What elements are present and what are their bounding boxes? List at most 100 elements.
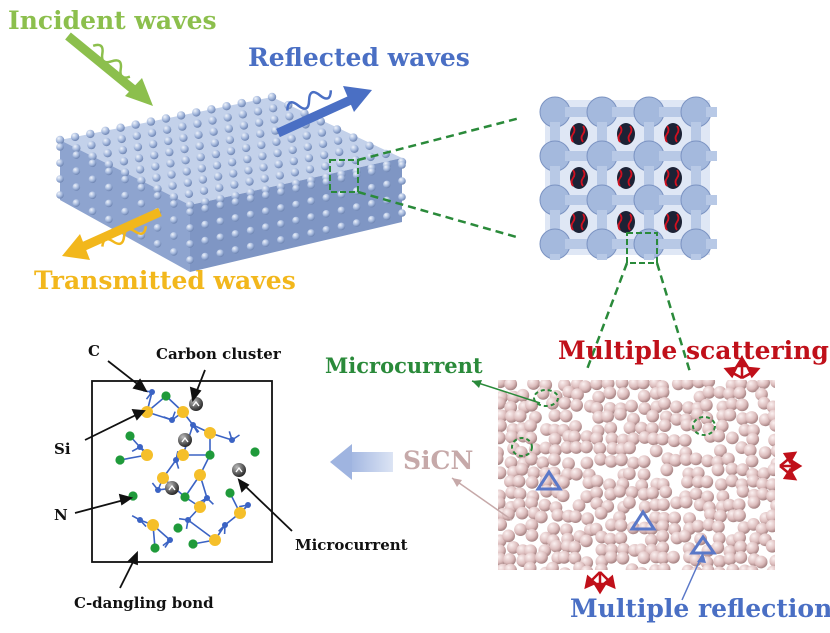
sicn-sphere	[571, 388, 584, 401]
sicn-sphere	[625, 399, 638, 413]
sicn-sphere	[745, 454, 759, 468]
sicn-sphere	[712, 520, 725, 534]
slab-bead	[216, 233, 225, 242]
sicn-sphere	[527, 466, 541, 480]
lattice-strut	[691, 210, 701, 238]
reflected-waves-label: Reflected waves	[248, 43, 470, 72]
sicn-sphere	[604, 550, 618, 564]
sicn-sphere	[557, 550, 571, 564]
sicn-sphere	[540, 484, 553, 498]
slab-bead	[186, 224, 194, 232]
sicn-sphere	[515, 506, 529, 520]
sicn-sphere	[548, 409, 562, 422]
slab-bead	[118, 145, 128, 155]
sicn-sphere	[746, 565, 759, 570]
si-atom	[157, 472, 169, 484]
lattice-current	[617, 169, 633, 187]
sicn-sphere	[770, 380, 775, 389]
slab-bead	[178, 122, 187, 131]
c-atom	[229, 437, 235, 443]
c-atom	[173, 457, 179, 463]
si-atom	[141, 449, 153, 461]
sicn-sphere	[670, 412, 684, 426]
sicn-sphere	[734, 540, 748, 554]
slab-bead	[276, 182, 286, 191]
sicn-sphere	[768, 433, 775, 447]
slab-bead	[274, 160, 283, 169]
slab-bead	[322, 226, 331, 234]
slab-bead	[183, 178, 192, 187]
slab-bead	[231, 246, 240, 254]
slab-bead	[350, 144, 359, 153]
n-atom	[150, 543, 160, 553]
slab-bead	[352, 171, 361, 179]
schematic-microcurrent-label: Microcurrent	[295, 536, 408, 554]
slab-bead	[272, 137, 281, 146]
sicn-sphere	[592, 390, 606, 404]
sicn-sphere	[547, 522, 560, 536]
sicn-sphere	[678, 434, 692, 447]
sicn-pointer	[451, 477, 513, 521]
slab-bead	[197, 164, 206, 173]
slab-bead	[121, 191, 129, 200]
slab-bead	[352, 219, 361, 227]
slab-bead	[211, 149, 221, 159]
slab-bead	[317, 128, 327, 137]
sicn-sphere	[504, 380, 518, 391]
slab-bead	[260, 174, 269, 183]
sicn-sphere	[623, 441, 636, 455]
slab-bead	[225, 135, 235, 144]
slab-bead	[105, 167, 113, 176]
slab-bead	[153, 192, 162, 200]
sicn-sphere	[647, 432, 660, 446]
slab-bead	[322, 194, 331, 202]
sicn-sphere	[670, 496, 683, 510]
slab-bead	[254, 118, 264, 127]
lattice-strut	[597, 210, 607, 238]
slab-bead	[152, 173, 161, 182]
scattering-arrows	[584, 355, 803, 595]
sicn-sphere	[559, 409, 573, 423]
slab-bead	[275, 171, 284, 180]
slab-bead	[273, 148, 282, 158]
sicn-sphere	[733, 509, 746, 522]
lattice-current	[570, 125, 586, 143]
slab-bead	[252, 95, 262, 105]
sicn-sphere	[579, 534, 593, 548]
sicn-sphere	[551, 508, 565, 522]
sicn-sphere	[590, 474, 604, 488]
sicn-sphere	[523, 561, 537, 570]
sicn-sphere	[689, 419, 702, 432]
sicn-sphere	[498, 452, 504, 466]
schematic-carbon-cluster-label: Carbon cluster	[156, 345, 281, 363]
slab-bead	[322, 178, 331, 186]
sicn-sphere	[704, 507, 717, 521]
sicn-sphere	[498, 518, 507, 531]
slab-bead	[120, 168, 130, 177]
c-atom	[149, 389, 155, 395]
slab-bead	[153, 184, 162, 193]
slab-bead	[367, 183, 376, 192]
multiple-reflection-label: Multiple reflection	[570, 594, 830, 623]
sicn-sphere	[539, 474, 553, 488]
slab-bead	[104, 160, 114, 169]
slab-bead	[101, 126, 110, 135]
sicn-sphere	[603, 386, 617, 400]
sicn-sphere	[498, 466, 507, 480]
sicn-sphere	[572, 499, 586, 512]
sicn-sphere	[725, 397, 739, 411]
sicn-sphere	[498, 380, 507, 389]
sicn-sphere	[604, 421, 618, 435]
sicn-sphere	[657, 562, 671, 570]
sicn-sphere	[715, 419, 729, 433]
slab-bead	[201, 252, 209, 261]
slab-bead	[210, 138, 219, 148]
slab-bead	[245, 177, 254, 186]
sicn-sphere	[569, 510, 582, 523]
sicn-sphere	[539, 441, 553, 455]
sicn-sphere	[770, 445, 775, 457]
schematic-pointers	[74, 360, 293, 589]
sicn-sphere	[578, 380, 592, 393]
sicn-sphere	[515, 463, 529, 476]
slab-bead	[261, 239, 270, 247]
